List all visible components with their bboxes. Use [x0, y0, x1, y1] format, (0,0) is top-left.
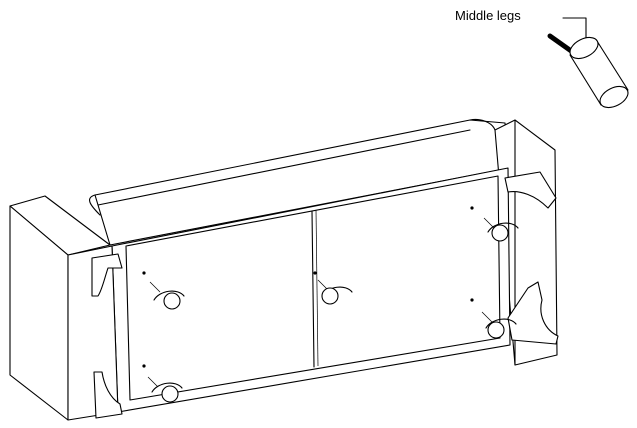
middle-leg-detail — [547, 17, 629, 109]
leg-right-top — [483, 217, 519, 242]
screw-holes — [142, 206, 474, 368]
leg-center — [317, 279, 353, 305]
leg-left-top — [149, 281, 185, 310]
legs — [147, 217, 519, 403]
leg-right-bottom — [481, 311, 517, 339]
middle-legs-label: Middle legs — [455, 8, 521, 23]
leg-left-bottom — [147, 376, 183, 403]
corner-brackets — [91, 171, 559, 419]
